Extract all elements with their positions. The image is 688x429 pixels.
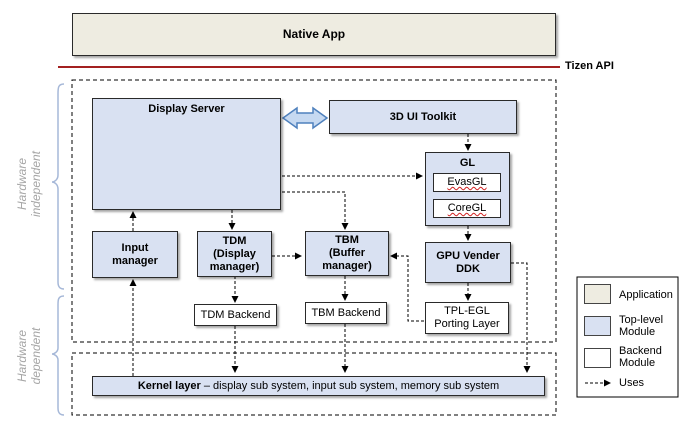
kernel-layer-text: Kernel layer – display sub system, input… xyxy=(138,380,499,393)
tbm-line1: TBM xyxy=(335,234,359,246)
tizen-api-label: Tizen API xyxy=(565,60,614,72)
input-manager-line2: manager xyxy=(112,254,158,267)
kernel-layer-bold: Kernel layer xyxy=(137,379,201,392)
display-server-box: Display Server xyxy=(92,98,281,210)
hardware-dependent-line1: Hardware xyxy=(15,329,29,383)
evasgl-label: EvasGL xyxy=(447,176,487,188)
hardware-independent-region xyxy=(71,79,557,343)
toolkit-box: 3D UI Toolkit xyxy=(329,100,517,134)
tpl-egl-line2: Porting Layer xyxy=(434,318,500,330)
legend-swatch-application xyxy=(584,284,611,304)
tbm-backend-box: TBM Backend xyxy=(305,302,387,324)
tdm-line3: manager) xyxy=(209,260,260,273)
hardware-independent-bracket xyxy=(51,83,65,290)
tbm-line2: (Buffer xyxy=(328,247,366,259)
hardware-dependent-line2: dependent xyxy=(29,327,43,385)
tbm-backend-label: TBM Backend xyxy=(311,306,381,319)
tdm-backend-label: TDM Backend xyxy=(200,308,271,321)
tdm-line1: TDM xyxy=(222,234,247,247)
tdm-backend-box: TDM Backend xyxy=(194,304,277,326)
legend-box xyxy=(576,276,679,398)
arrow-gpu-to-kernel xyxy=(511,262,531,373)
hardware-independent-label: Hardware independent xyxy=(15,143,43,225)
legend-swatch-backend xyxy=(584,348,611,368)
display-toolkit-double-arrow xyxy=(281,106,329,130)
hardware-dependent-label: Hardware dependent xyxy=(15,315,43,397)
hardware-independent-line2: independent xyxy=(29,150,43,218)
tpl-egl-line1: TPL-EGL xyxy=(444,305,490,317)
native-app-box: Native App xyxy=(72,13,556,56)
gpu-line1: GPU Vender xyxy=(436,249,500,262)
legend-label-application: Application xyxy=(619,289,673,301)
toolkit-label: 3D UI Toolkit xyxy=(389,110,457,123)
legend-label-uses: Uses xyxy=(619,377,645,389)
tpl-egl-box: TPL-EGL Porting Layer xyxy=(425,302,509,334)
arrow-tpl-to-tbm xyxy=(390,252,424,322)
legend-label-top-level: Top-level Module xyxy=(619,314,664,338)
arrow-display-to-tbm xyxy=(282,191,349,230)
native-app-label: Native App xyxy=(282,27,346,41)
gpu-box: GPU Vender DDK xyxy=(425,242,511,283)
hardware-independent-line1: Hardware xyxy=(15,157,29,211)
gpu-line2: DDK xyxy=(456,262,480,275)
tdm-box: TDM (Display manager) xyxy=(197,231,272,277)
tdm-line2: (Display xyxy=(213,247,256,260)
coregl-label: CoreGL xyxy=(447,202,487,214)
legend-label-backend: Backend Module xyxy=(619,345,662,369)
gl-label: GL xyxy=(459,157,476,169)
display-server-label: Display Server xyxy=(148,103,225,115)
evasgl-box: EvasGL xyxy=(433,173,501,192)
input-manager-box: Input manager xyxy=(92,231,178,278)
legend-swatch-top-level xyxy=(584,316,611,336)
kernel-layer-box: Kernel layer – display sub system, input… xyxy=(92,376,545,396)
hardware-dependent-bracket xyxy=(51,295,65,416)
tbm-box: TBM (Buffer manager) xyxy=(305,231,389,276)
coregl-box: CoreGL xyxy=(433,199,501,218)
tbm-line3: manager) xyxy=(322,260,372,272)
hardware-dependent-region xyxy=(71,352,557,416)
kernel-layer-rest: – display sub system, input sub system, … xyxy=(200,379,500,392)
input-manager-line1: Input xyxy=(121,241,149,254)
